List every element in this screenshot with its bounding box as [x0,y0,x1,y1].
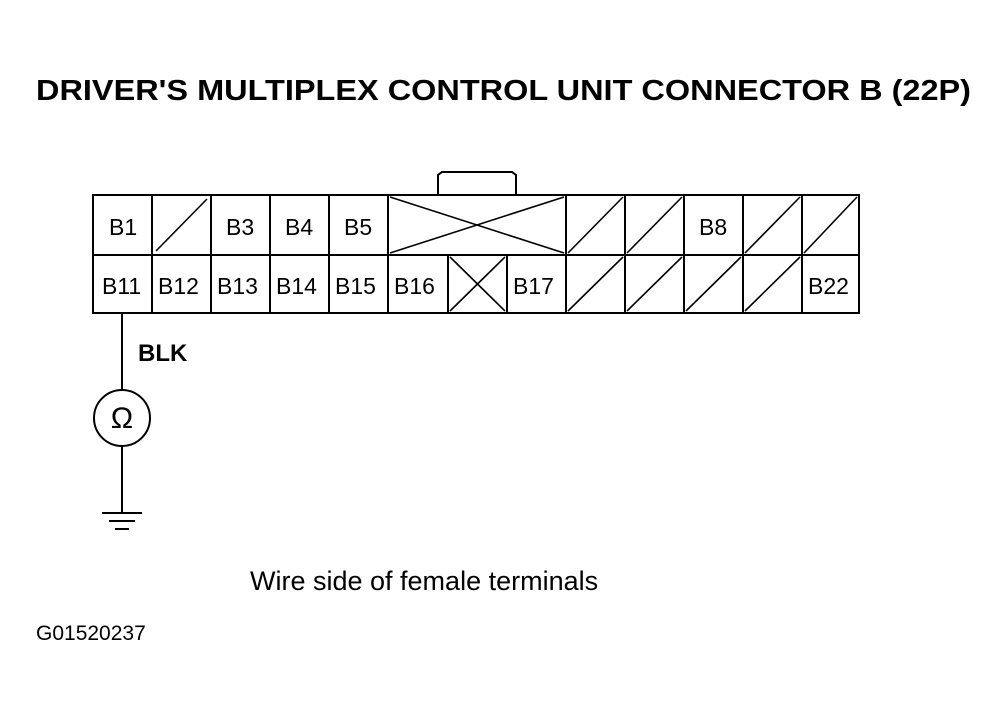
terminal-b8-label: B8 [699,214,727,240]
terminal-b5-label: B5 [344,214,372,240]
terminal-b22-label: B22 [808,273,849,299]
unused-cavity-b20 [685,256,742,312]
terminal-b16-label: B16 [394,273,435,299]
view-caption: Wire side of female terminals [250,566,598,596]
connector-lock-tab [425,171,528,196]
terminal-b15-label: B15 [335,273,376,299]
top-row-dividers [151,195,803,255]
terminal-b14-label: B14 [276,273,317,299]
unused-cavity-b21 [744,256,801,312]
unused-cavity-b9 [744,196,801,254]
diagram-title: DRIVER'S MULTIPLEX CONTROL UNIT CONNECTO… [36,75,971,107]
unused-cavity-b6 [567,196,624,254]
unused-cavity-b7 [626,196,683,254]
terminal-b1-label: B1 [109,214,137,240]
unused-cavity-marks [155,196,858,312]
terminal-b13-label: B13 [217,273,258,299]
wire-color-label: BLK [138,340,188,367]
ground-icon [102,512,142,530]
terminal-b4-label: B4 [285,214,313,240]
unused-cavity-b2 [155,198,208,252]
figure-code: G01520237 [36,622,146,645]
unused-cavity-b19 [626,256,683,312]
terminal-b3-label: B3 [226,214,254,240]
blank-cavity-cross-b [389,196,565,254]
terminal-b12-label: B12 [158,273,199,299]
ohm-symbol-glyph: Ω [111,402,133,435]
terminal-b17-label: B17 [513,273,554,299]
unused-cavity-b18 [567,256,624,312]
bottom-row-dividers [151,255,803,313]
terminal-b11-label: B11 [102,273,141,299]
unused-cavity-b10 [803,196,858,254]
blank-cavity-x-b [449,256,506,312]
